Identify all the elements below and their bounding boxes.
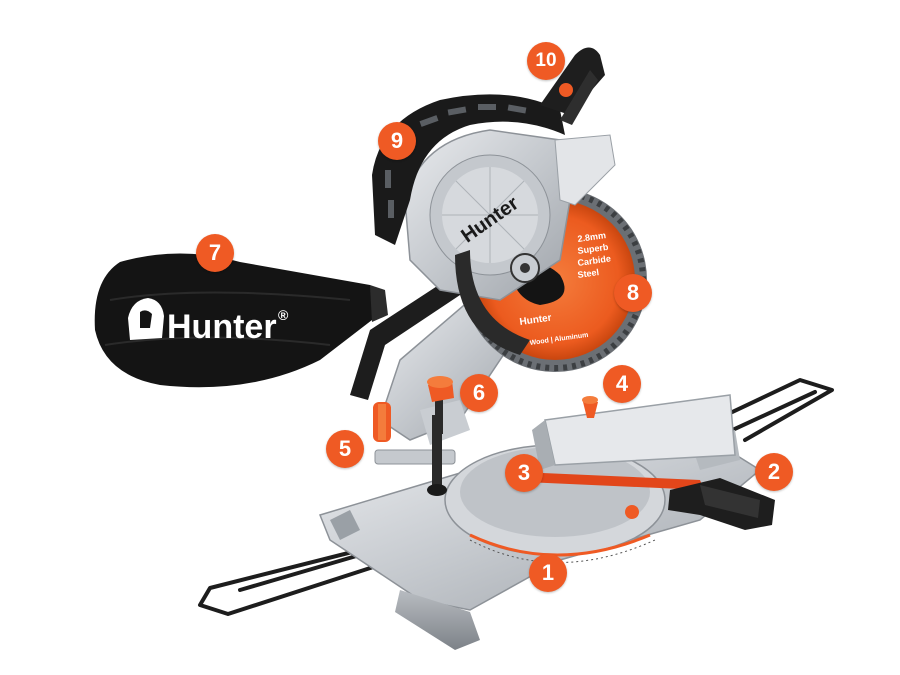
motor-cover <box>372 94 565 245</box>
callout-8: 8 <box>614 274 652 312</box>
miter-turntable <box>444 444 666 563</box>
callout-9: 9 <box>378 122 416 160</box>
dust-bag: Hunter ® <box>94 253 388 388</box>
extension-rod-left <box>198 543 397 616</box>
callout-1: 1 <box>529 554 567 592</box>
bevel-lock-knob <box>582 396 598 418</box>
lower-blade-guard <box>455 250 540 355</box>
blade-label-line2: Superb <box>577 242 610 256</box>
blade-label-line1: 2.8mm <box>577 230 607 244</box>
fence <box>532 394 736 470</box>
callout-6: 6 <box>460 374 498 412</box>
callout-5: 5 <box>326 430 364 468</box>
blade-label-line3: Carbide <box>577 253 612 268</box>
hunter-head-logo <box>128 298 164 340</box>
bevel-lever-knob <box>427 376 454 434</box>
callout-3: 3 <box>505 454 543 492</box>
front-handle <box>625 478 775 530</box>
motor-housing: Hunter <box>404 129 616 301</box>
callout-4: 4 <box>603 365 641 403</box>
callout-10: 10 <box>527 42 565 80</box>
dust-bag-logo-text: Hunter <box>167 308 277 346</box>
registered-mark: ® <box>278 307 289 323</box>
hold-down-clamp <box>373 402 456 496</box>
callout-7: 7 <box>196 234 234 272</box>
top-handle <box>540 47 605 125</box>
callout-2: 2 <box>755 453 793 491</box>
blade-logo-text: Hunter <box>519 313 553 328</box>
blade-label-line4: Steel <box>577 267 600 280</box>
miter-scale-pointer <box>520 472 704 490</box>
